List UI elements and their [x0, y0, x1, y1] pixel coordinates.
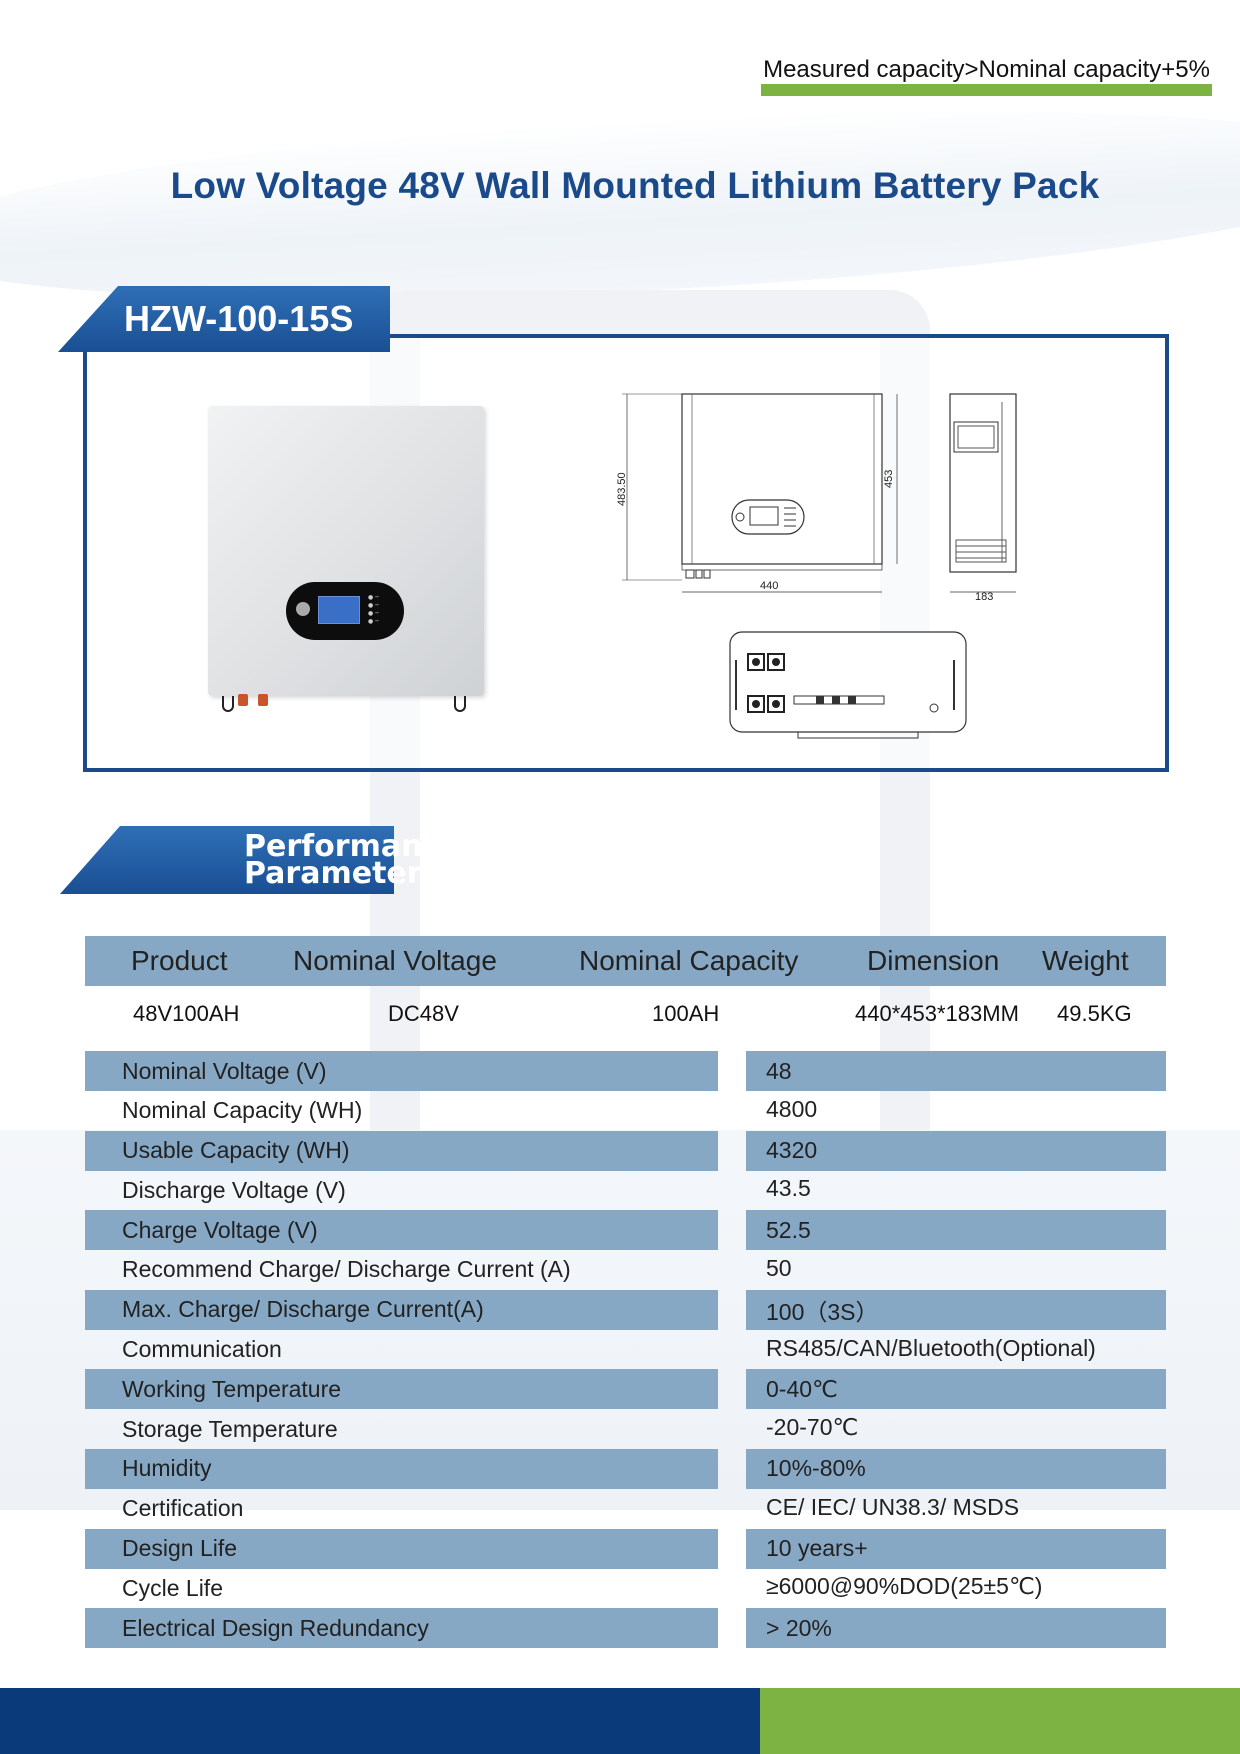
lcd-screen	[318, 596, 360, 624]
param-value: 43.5	[766, 1175, 811, 1202]
param-value: -20-70℃	[766, 1414, 859, 1441]
header-nominal-capacity: Nominal Capacity	[579, 945, 799, 976]
front-view-drawing: 483.50 453 440	[612, 388, 912, 598]
param-value: 4800	[766, 1095, 818, 1122]
value-weight: 49.5KG	[1057, 1001, 1132, 1026]
value-nominal-capacity: 100AH	[652, 1001, 720, 1026]
param-value: 52.5	[746, 1210, 1166, 1251]
param-label: Communication	[122, 1336, 282, 1363]
param-label: Storage Temperature	[122, 1415, 338, 1442]
param-value: 48	[746, 1051, 1166, 1091]
capacity-note: Measured capacity>Nominal capacity+5%	[761, 58, 1212, 96]
param-value: > 20%	[746, 1608, 1166, 1649]
performance-title-line1: Performance	[244, 829, 461, 864]
value-dimension: 440*453*183MM	[855, 1001, 1019, 1026]
param-label: Max. Charge/ Discharge Current(A)	[85, 1289, 718, 1330]
header-product: Product	[131, 945, 228, 976]
param-value: CE/ IEC/ UN38.3/ MSDS	[766, 1493, 1020, 1520]
bottom-view-drawing	[728, 630, 988, 740]
param-value: 4320	[746, 1130, 1166, 1171]
dim-height-outer: 483.50	[616, 472, 628, 506]
table-row: Nominal Voltage (V) 48	[85, 1051, 1166, 1091]
model-tab: HZW-100-15S	[58, 286, 390, 352]
table-row: Cycle Life ≥6000@90%DOD(25±5℃)	[85, 1568, 1166, 1608]
param-label: Humidity	[85, 1448, 718, 1489]
table-row: Electrical Design Redundancy > 20%	[85, 1608, 1166, 1649]
table-row: Design Life 10 years+	[85, 1528, 1166, 1569]
param-label: Charge Voltage (V)	[85, 1210, 718, 1251]
dim-depth: 183	[975, 591, 993, 602]
table-row: Communication RS485/CAN/Bluetooth(Optiona…	[85, 1330, 1166, 1370]
table-row: Charge Voltage (V) 52.5	[85, 1210, 1166, 1251]
performance-tab: Performance Parameter	[60, 826, 461, 894]
performance-title-line2: Parameter	[244, 856, 422, 891]
power-knob-icon	[296, 602, 310, 616]
param-label: Recommend Charge/ Discharge Current (A)	[122, 1256, 571, 1283]
dim-width: 440	[760, 580, 778, 592]
param-value: ≥6000@90%DOD(25±5℃)	[766, 1573, 1043, 1600]
param-label: Electrical Design Redundancy	[85, 1608, 718, 1649]
param-value: RS485/CAN/Bluetooth(Optional)	[766, 1334, 1096, 1361]
summary-header: Product Nominal Voltage Nominal Capacity…	[85, 936, 1166, 986]
param-label: Nominal Capacity (WH)	[122, 1097, 363, 1124]
param-value: 10 years+	[746, 1528, 1166, 1569]
footer-bar-blue	[0, 1688, 760, 1754]
value-nominal-voltage: DC48V	[388, 1001, 459, 1026]
battery-photo: ● ─● ─● ─● ─	[208, 406, 484, 712]
header-dimension: Dimension	[867, 945, 1000, 976]
param-value: 10%-80%	[746, 1448, 1166, 1489]
page-title: Low Voltage 48V Wall Mounted Lithium Bat…	[170, 165, 1100, 206]
model-name: HZW-100-15S	[124, 298, 354, 339]
param-label: Usable Capacity (WH)	[85, 1130, 718, 1171]
parameter-table: Nominal Voltage (V) 48 Nominal Capacity (…	[85, 1051, 1166, 1649]
param-label: Working Temperature	[85, 1369, 718, 1410]
param-label: Cycle Life	[122, 1574, 223, 1601]
table-row: Max. Charge/ Discharge Current(A) 100（3S）	[85, 1289, 1166, 1330]
header-nominal-voltage: Nominal Voltage	[293, 945, 497, 976]
indicator-leds-icon: ● ─● ─● ─● ─	[368, 594, 379, 625]
table-row: Working Temperature 0-40℃	[85, 1369, 1166, 1410]
param-value: 0-40℃	[746, 1369, 1166, 1410]
terminal-icon	[238, 694, 248, 706]
performance-title: Performance Parameter	[152, 832, 461, 889]
value-product: 48V100AH	[133, 1001, 240, 1026]
param-label: Certification	[122, 1495, 244, 1522]
param-label: Nominal Voltage (V)	[85, 1051, 718, 1091]
table-row: Humidity 10%-80%	[85, 1448, 1166, 1489]
table-row: Discharge Voltage (V) 43.5	[85, 1170, 1166, 1210]
side-view-drawing: 183	[944, 392, 1024, 602]
table-row: Storage Temperature -20-70℃	[85, 1409, 1166, 1449]
table-row: Usable Capacity (WH) 4320	[85, 1130, 1166, 1171]
footer-bar-green	[760, 1688, 1240, 1754]
table-row: Recommend Charge/ Discharge Current (A) 5…	[85, 1250, 1166, 1290]
param-value: 100（3S）	[746, 1289, 1166, 1330]
param-value: 50	[766, 1254, 792, 1281]
terminal-icon	[258, 694, 268, 706]
header-weight: Weight	[1042, 945, 1129, 976]
param-label: Discharge Voltage (V)	[122, 1176, 346, 1203]
dim-height-inner: 453	[883, 470, 895, 488]
summary-row: 48V100AH DC48V 100AH 440*453*183MM 49.5K…	[85, 994, 1166, 1034]
mount-foot-icon	[454, 696, 466, 712]
battery-control-panel: ● ─● ─● ─● ─	[286, 582, 404, 640]
param-label: Design Life	[85, 1528, 718, 1569]
table-row: Certification CE/ IEC/ UN38.3/ MSDS	[85, 1489, 1166, 1529]
mount-foot-icon	[222, 696, 234, 712]
table-row: Nominal Capacity (WH) 4800	[85, 1091, 1166, 1131]
